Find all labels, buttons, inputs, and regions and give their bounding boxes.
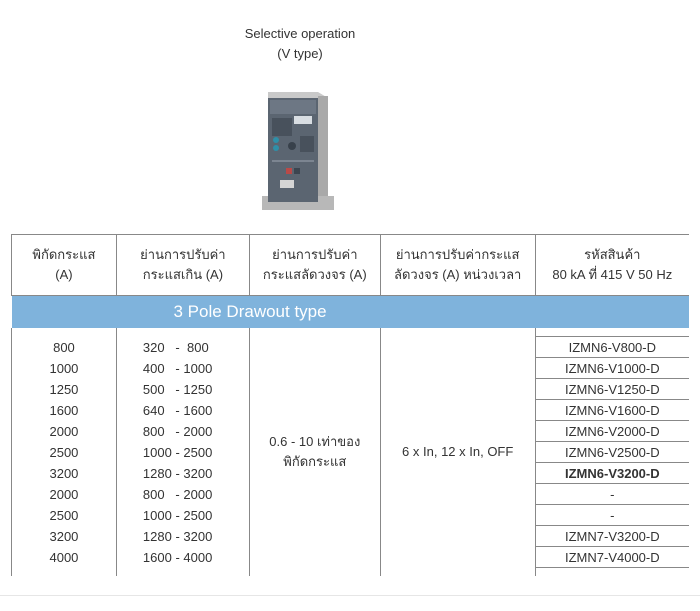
table-row: 2500 1000 - 2500 IZMN6-V2500-D — [11, 441, 689, 463]
product-caption: Selective operation (V type) — [200, 24, 400, 64]
product-code-cell: IZMN6-V1600-D — [535, 399, 689, 421]
rated-current-cell: 1250 — [11, 378, 117, 400]
circuit-breaker-image — [262, 92, 334, 210]
short-circuit-range-cell: 0.6 - 10 เท่าของพิกัดกระแส — [249, 336, 381, 568]
spacer-row — [11, 328, 690, 337]
product-code-cell: IZMN7-V3200-D — [535, 525, 689, 547]
rated-current-cell: 2000 — [11, 483, 117, 505]
spec-table: พิกัดกระแส(A) ย่านการปรับค่ากระแสเกิน (A… — [11, 234, 689, 576]
product-code-cell: IZMN6-V2000-D — [535, 420, 689, 442]
rated-current-cell: 2500 — [11, 441, 117, 463]
table-row: 2000 800 - 2000 - — [11, 483, 689, 505]
rated-current-cell: 4000 — [11, 546, 117, 568]
delay-range-cell: 6 x In, 12 x In, OFF — [380, 336, 536, 568]
product-code-cell: - — [535, 483, 689, 505]
header-delay-range: ย่านการปรับค่ากระแสลัดวงจร (A) หน่วงเวลา — [379, 234, 536, 296]
rated-current-cell: 1000 — [11, 357, 117, 379]
header-overcurrent-range: ย่านการปรับค่ากระแสเกิน (A) — [115, 234, 250, 296]
overcurrent-range-cell: 1280 - 3200 — [116, 525, 250, 547]
overcurrent-range-cell: 800 - 2000 — [116, 420, 250, 442]
product-code-cell: - — [535, 504, 689, 526]
rated-current-cell: 2000 — [11, 420, 117, 442]
product-code-cell: IZMN6-V800-D — [535, 336, 689, 358]
section-row: 3 Pole Drawout type — [11, 295, 689, 328]
section-title: 3 Pole Drawout type — [11, 295, 689, 328]
product-code-cell: IZMN6-V1250-D — [535, 378, 689, 400]
overcurrent-range-cell: 1280 - 3200 — [116, 462, 250, 484]
overcurrent-range-cell: 800 - 2000 — [116, 483, 250, 505]
table-row: 3200 1280 - 3200 IZMN6-V3200-D — [11, 462, 689, 484]
header-short-circuit-range: ย่านการปรับค่ากระแสลัดวงจร (A) — [248, 234, 381, 296]
product-code-cell: IZMN7-V4000-D — [535, 546, 689, 568]
bottom-divider — [0, 595, 700, 596]
table-row: 2000 800 - 2000 IZMN6-V2000-D — [11, 420, 689, 442]
rated-current-cell: 2500 — [11, 504, 117, 526]
product-code-cell: IZMN6-V1000-D — [535, 357, 689, 379]
overcurrent-range-cell: 500 - 1250 — [116, 378, 250, 400]
rated-current-cell: 3200 — [11, 525, 117, 547]
table-row: 800 320 - 800 0.6 - 10 เท่าของพิกัดกระแส… — [11, 336, 689, 568]
table-header-row: พิกัดกระแส(A) ย่านการปรับค่ากระแสเกิน (A… — [11, 234, 689, 296]
table-row: 1600 640 - 1600 IZMN6-V1600-D — [11, 399, 689, 421]
header-rated-current: พิกัดกระแส(A) — [11, 234, 117, 296]
overcurrent-range-cell: 1000 - 2500 — [116, 504, 250, 526]
overcurrent-range-cell: 640 - 1600 — [116, 399, 250, 421]
product-code-cell: IZMN6-V2500-D — [535, 441, 689, 463]
caption-title: Selective operation — [244, 26, 356, 41]
rated-current-cell: 1600 — [11, 399, 117, 421]
rated-current-cell: 3200 — [11, 462, 117, 484]
spacer-row — [11, 567, 690, 576]
product-code-cell: IZMN6-V3200-D — [535, 462, 689, 484]
table-row: 4000 1600 - 4000 IZMN7-V4000-D — [11, 546, 689, 568]
overcurrent-range-cell: 320 - 800 — [116, 336, 250, 358]
table-row: 2500 1000 - 2500 - — [11, 504, 689, 526]
caption-subtitle: (V type) — [277, 46, 323, 61]
rated-current-cell: 800 — [11, 336, 117, 358]
overcurrent-range-cell: 1600 - 4000 — [116, 546, 250, 568]
overcurrent-range-cell: 400 - 1000 — [116, 357, 250, 379]
overcurrent-range-cell: 1000 - 2500 — [116, 441, 250, 463]
